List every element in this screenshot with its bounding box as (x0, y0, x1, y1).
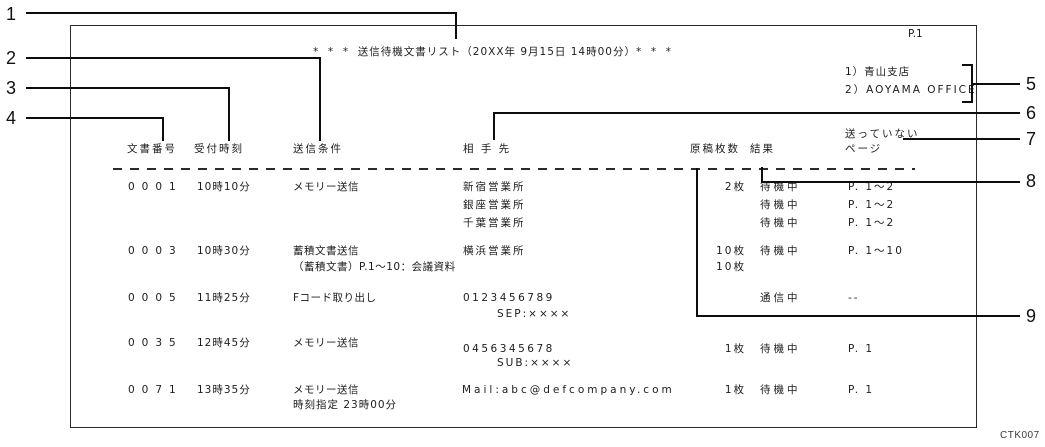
callout-7-label: 7 (1026, 129, 1037, 149)
cell-result: 待機中 (760, 245, 801, 257)
callout-1-line (26, 12, 457, 14)
cell-result: 待機中 (760, 199, 801, 211)
callout-8-line (761, 167, 763, 183)
callout-2-line (319, 57, 321, 141)
cell-result: 待機中 (760, 384, 801, 396)
cell-send-condition: 蓄積文書送信 (293, 245, 359, 257)
own-name-line-2: 2）AOYAMA OFFICE (845, 84, 977, 96)
cell-doc-no: 0071 (128, 384, 183, 396)
cell-send-condition: Fコード取り出し (293, 292, 377, 304)
cell-doc-no: 0035 (128, 337, 183, 349)
cell-received-time: 11時25分 (197, 292, 251, 304)
cell-page-count: 10枚 (716, 261, 746, 273)
cell-result: 待機中 (760, 343, 801, 355)
list-title: * * * 送信待機文書リスト（20XX年 9月15日 14時00分）* * * (313, 46, 673, 58)
col-header-received-time: 受付時刻 (194, 143, 244, 155)
cell-destination: 新宿営業所 (463, 181, 526, 193)
cell-destination: Mail:abc@defcompany.com (462, 384, 675, 396)
callout-4-label: 4 (6, 108, 17, 128)
cell-doc-no: 0001 (128, 181, 183, 193)
col-header-unsent-line1: 送っていない (845, 128, 920, 140)
header-separator-dashed-line (113, 168, 915, 170)
cell-unsent-pages: -- (848, 292, 860, 304)
col-header-doc-no: 文書番号 (127, 143, 177, 155)
cell-destination: 0456345678 (463, 343, 555, 355)
callout-9-label: 9 (1026, 306, 1037, 326)
cell-unsent-pages: P. 1 (848, 384, 875, 396)
col-header-destination: 相 手 先 (463, 143, 512, 155)
cell-unsent-pages: P. 1～2 (848, 217, 896, 229)
cell-received-time: 12時45分 (197, 337, 251, 349)
callout-3-label: 3 (6, 78, 17, 98)
col-header-send-condition: 送信条件 (293, 143, 343, 155)
cell-send-condition: メモリー送信 (293, 337, 359, 349)
cell-send-condition: メモリー送信 (293, 181, 359, 193)
callout-8-line (761, 181, 1020, 183)
cell-destination: 銀座営業所 (463, 199, 526, 211)
cell-destination: 千葉営業所 (463, 217, 526, 229)
cell-send-condition: メモリー送信 (293, 384, 359, 396)
cell-result: 通信中 (760, 292, 801, 304)
cell-received-time: 10時10分 (197, 181, 251, 193)
cell-unsent-pages: P. 1 (848, 343, 875, 355)
callout-2-label: 2 (6, 48, 17, 68)
cell-received-time: 10時30分 (197, 245, 251, 257)
callout-5-bracket (962, 64, 973, 66)
callout-3-line (26, 87, 230, 89)
cell-page-count: 1枚 (724, 384, 746, 396)
cell-page-count: 1枚 (724, 343, 746, 355)
document-page-border (70, 25, 977, 428)
callout-5-line (971, 83, 1020, 85)
callout-3-line (228, 87, 230, 141)
cell-condition-note: 時刻指定 23時00分 (293, 399, 398, 411)
cell-unsent-pages: P. 1～10 (848, 245, 904, 257)
callout-1-label: 1 (6, 4, 17, 24)
callout-2-line (26, 57, 321, 59)
callout-6-line (493, 112, 1020, 114)
callout-4-line (162, 117, 164, 141)
callout-7-line (903, 138, 1020, 140)
callout-9-line (696, 315, 1020, 317)
callout-5-bracket (962, 101, 973, 103)
cell-received-time: 13時35分 (197, 384, 251, 396)
cell-destination-sub: SEP:×××× (497, 308, 572, 320)
callout-9-line (696, 168, 698, 317)
cell-destination: 横浜営業所 (463, 245, 526, 257)
own-name-line-1: 1）青山支店 (845, 66, 911, 78)
col-header-result: 結果 (750, 143, 775, 155)
cell-page-count: 10枚 (716, 245, 746, 257)
figure-code: CTK007 (1000, 430, 1040, 441)
cell-unsent-pages: P. 1～2 (848, 181, 896, 193)
cell-destination-sub: SUB:×××× (497, 357, 574, 369)
callout-1-line (455, 12, 457, 39)
callout-6-line (493, 112, 495, 140)
callout-6-label: 6 (1026, 103, 1037, 123)
page-indicator: P.1 (908, 28, 923, 40)
col-header-unsent-line2: ページ (845, 143, 883, 155)
cell-doc-no: 0005 (128, 292, 183, 304)
cell-result: 待機中 (760, 217, 801, 229)
callout-8-label: 8 (1026, 171, 1037, 191)
cell-condition-note: （蓄積文書）P.1～10：会議資料 (293, 261, 456, 273)
cell-page-count: 2枚 (724, 181, 746, 193)
callout-4-line (26, 117, 164, 119)
col-header-page-count: 原稿枚数 (690, 143, 740, 155)
cell-result: 待機中 (760, 181, 801, 193)
callout-5-label: 5 (1026, 74, 1037, 94)
cell-doc-no: 0003 (128, 245, 183, 257)
cell-destination: 0123456789 (463, 292, 555, 304)
cell-unsent-pages: P. 1～2 (848, 199, 896, 211)
